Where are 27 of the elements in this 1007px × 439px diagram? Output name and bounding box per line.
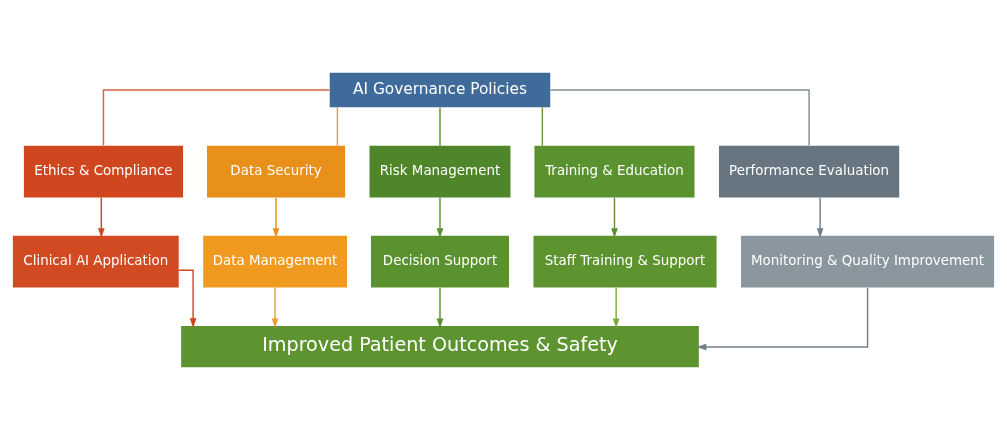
node-box: AI Governance Policies — [329, 72, 551, 107]
node-box: Performance Evaluation — [718, 145, 900, 197]
arrow — [816, 196, 824, 238]
arrow — [436, 196, 444, 238]
arrow — [611, 196, 618, 238]
arrow — [696, 286, 869, 350]
arrow — [178, 269, 197, 328]
arrow — [271, 286, 279, 328]
node-box: Monitoring & Quality Improvement — [741, 235, 995, 288]
arrow — [612, 286, 620, 328]
connector — [439, 106, 441, 146]
connector — [549, 88, 810, 146]
node-box: Training & Education — [534, 145, 695, 197]
node-box: Staff Training & Support — [533, 235, 717, 288]
connector — [336, 106, 339, 146]
node-box: Decision Support — [370, 235, 509, 288]
connector — [102, 88, 331, 146]
connector — [541, 106, 544, 146]
arrow — [436, 286, 444, 328]
node-box: Risk Management — [369, 145, 511, 197]
arrow — [97, 196, 105, 238]
node-box: Data Management — [203, 235, 347, 288]
arrow — [272, 196, 280, 238]
node-box: Data Security — [207, 145, 346, 197]
node-box: Ethics & Compliance — [23, 145, 184, 197]
node-box: Improved Patient Outcomes & Safety — [181, 325, 699, 367]
node-box: Clinical AI Application — [12, 235, 179, 288]
